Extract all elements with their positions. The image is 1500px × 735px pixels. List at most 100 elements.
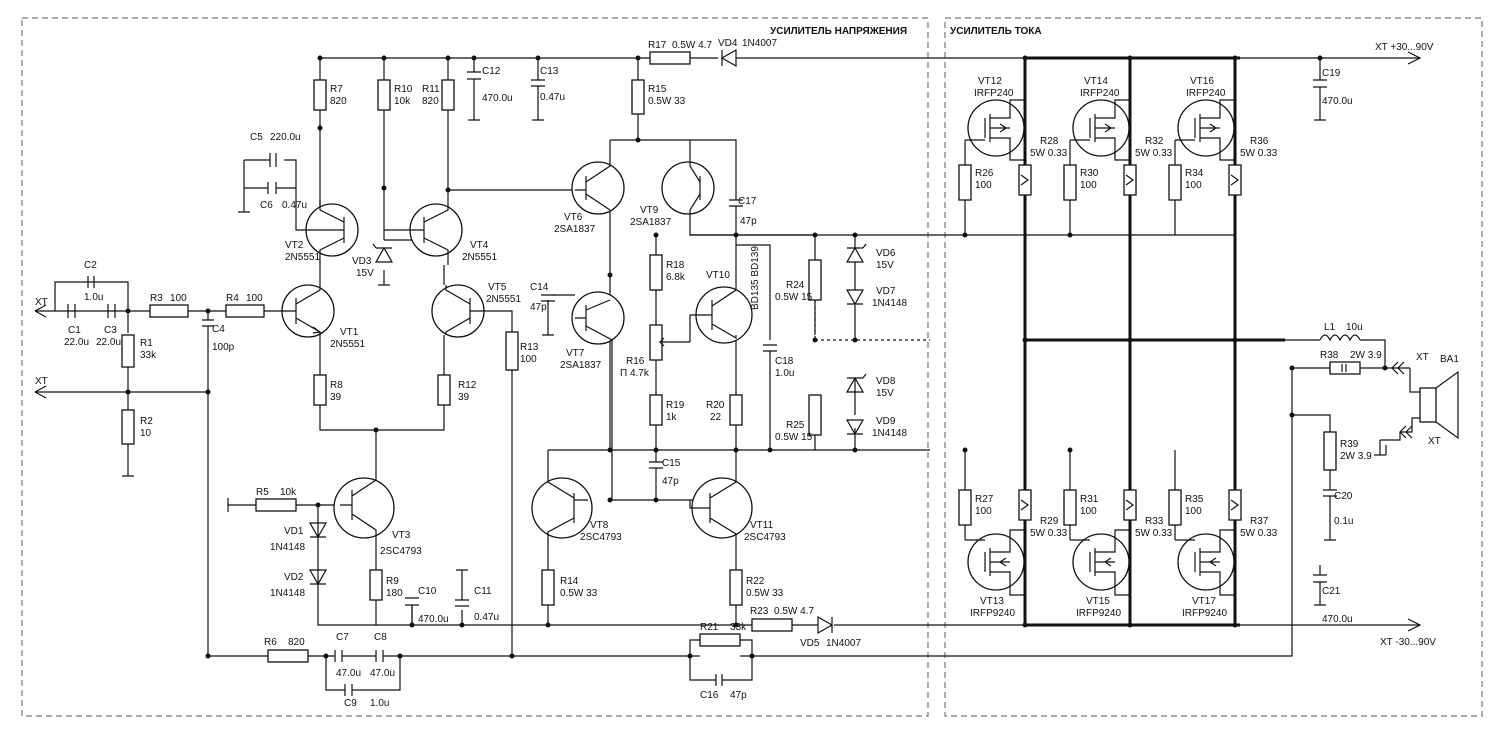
c20-value: 0.1u [1334, 516, 1353, 527]
r39-body [1323, 431, 1337, 471]
r1-value: 33k [140, 350, 157, 361]
r22-ref: R22 [746, 576, 765, 587]
r9-ref: R9 [386, 576, 399, 587]
r5-ref: R5 [256, 487, 269, 498]
r38-ref: R38 [1320, 350, 1339, 361]
r20-ref: R20 [706, 400, 725, 411]
c13-ref: C13 [540, 66, 559, 77]
c19-ref: C19 [1322, 68, 1341, 79]
r22-value: 0.5W 33 [746, 588, 784, 599]
c12-ref: C12 [482, 66, 501, 77]
r13-body [505, 331, 519, 371]
r4-value: 100 [246, 293, 263, 304]
xt-pos-label: XT +30...90V [1375, 42, 1434, 53]
r27-body [958, 489, 972, 526]
c11-value: 0.47u [474, 612, 499, 623]
r26-ref: R26 [975, 168, 994, 179]
r19-value: 1k [666, 412, 678, 423]
c12-value: 470.0u [482, 93, 513, 104]
vt6-value: 2SA1837 [554, 224, 596, 235]
xt-spk-top: XT [1416, 352, 1429, 363]
r18-body [649, 254, 663, 291]
c14-value: 47p [530, 302, 547, 313]
vt3-value: 2SC4793 [380, 546, 422, 557]
c14-ref: C14 [530, 282, 549, 293]
vd2-ref: VD2 [284, 572, 304, 583]
r34-body [1168, 164, 1182, 201]
r14-body [541, 569, 555, 606]
c9-ref: C9 [344, 698, 357, 709]
vt10-ref: VT10 [706, 270, 730, 281]
r11-ref: R11 [422, 84, 440, 95]
r10-body [377, 79, 391, 111]
r8-ref: R8 [330, 380, 343, 391]
c8-ref: C8 [374, 632, 387, 643]
c18-ref: C18 [775, 356, 794, 367]
voltage-amp-frame [21, 17, 929, 717]
vd5-ref: VD5 [800, 638, 820, 649]
r7-body [313, 79, 327, 111]
r21-body [699, 633, 741, 647]
r24-body [808, 259, 822, 301]
vd9-value: 1N4148 [872, 428, 907, 439]
l1-ref: L1 [1324, 322, 1336, 333]
vd9-ref: VD9 [876, 416, 896, 427]
vd1-value: 1N4148 [270, 542, 305, 553]
vt10-value: BD135 BD139 [750, 246, 761, 310]
vt11-value: 2SC4793 [744, 532, 786, 543]
vt14-value: IRFP240 [1080, 88, 1120, 99]
r21-ref: R21 [700, 622, 719, 633]
vt13-ref: VT13 [980, 596, 1004, 607]
r28-ref: R28 [1040, 136, 1059, 147]
c2-ref: C2 [84, 260, 97, 271]
r35-body [1168, 489, 1182, 526]
xt-spk-bot: XT [1428, 436, 1441, 447]
r11-value: 820 [422, 96, 439, 107]
c21-value: 470.0u [1322, 614, 1353, 625]
vt2-ref: VT2 [285, 240, 304, 251]
vt16-value: IRFP240 [1186, 88, 1226, 99]
r12-ref: R12 [458, 380, 477, 391]
r23-ref: R23 [750, 606, 769, 617]
r35-value: 100 [1185, 506, 1202, 517]
junctions [125, 55, 1388, 659]
r3-ref: R3 [150, 293, 163, 304]
r1-body [121, 334, 135, 368]
r36-value: 5W 0.33 [1240, 148, 1278, 159]
r14-value: 0.5W 33 [560, 588, 598, 599]
r25-body [808, 394, 822, 436]
r27-ref: R27 [975, 494, 994, 505]
c17-ref: C17 [738, 196, 757, 207]
r18-ref: R18 [666, 260, 685, 271]
r26-body [958, 164, 972, 201]
vt3-ref: VT3 [392, 530, 411, 541]
c10-ref: C10 [418, 586, 437, 597]
r37-value: 5W 0.33 [1240, 528, 1278, 539]
r3-value: 100 [170, 293, 187, 304]
c15-value: 47p [662, 476, 679, 487]
r32-value: 5W 0.33 [1135, 148, 1173, 159]
c3-ref: C3 [104, 325, 117, 336]
vt15-value: IRFP9240 [1076, 608, 1121, 619]
r25-ref: R25 [786, 420, 805, 431]
vt7-ref: VT7 [566, 348, 585, 359]
transistors: VT1 2N5551 VT2 2N5551 VT4 2N5551 VT5 2N5… [281, 76, 1235, 619]
r23-value: 0.5W 4.7 [774, 606, 814, 617]
vd2-value: 1N4148 [270, 588, 305, 599]
r29-value: 5W 0.33 [1030, 528, 1068, 539]
vt5-value: 2N5551 [486, 294, 521, 305]
r27-value: 100 [975, 506, 992, 517]
vt16-ref: VT16 [1190, 76, 1214, 87]
vd6-value: 15V [876, 260, 894, 271]
vt7-value: 2SA1837 [560, 360, 602, 371]
c21-ref: C21 [1322, 586, 1341, 597]
r30-ref: R30 [1080, 168, 1099, 179]
c17-value: 47p [740, 216, 757, 227]
r36-ref: R36 [1250, 136, 1269, 147]
r26-value: 100 [975, 180, 992, 191]
current-amp-frame [944, 17, 1483, 717]
r7-ref: R7 [330, 84, 343, 95]
r7-value: 820 [330, 96, 347, 107]
c1-value: 22.0u [64, 337, 89, 348]
r38-value: 2W 3.9 [1350, 350, 1382, 361]
